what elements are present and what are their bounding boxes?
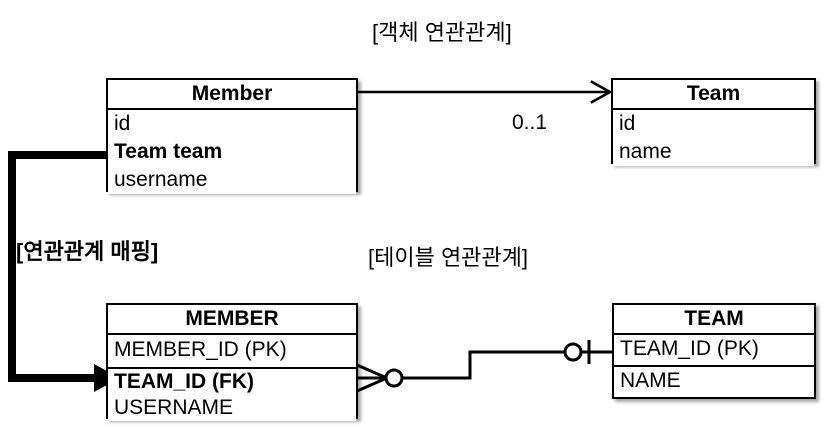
class-fields-team: id name [613, 110, 814, 166]
table-box-member[interactable]: MEMBER MEMBER_ID (PK) TEAM_ID (FK) USERN… [106, 303, 358, 421]
table-field: TEAM_ID (PK) [614, 335, 814, 367]
object-association-connector [358, 80, 613, 104]
zero-optional-circle-right [563, 342, 583, 362]
class-fields-member: id Team team username [108, 110, 356, 194]
zero-optional-circle-left [384, 368, 404, 388]
class-field: id [613, 110, 814, 138]
class-box-member[interactable]: Member id Team team username [106, 78, 358, 194]
caption-mapping: [연관관계 매핑] [16, 239, 159, 264]
caption-object-relation: [객체 연관관계] [372, 20, 512, 45]
table-title-member: MEMBER [108, 305, 356, 335]
table-relationship-connector [356, 340, 612, 393]
class-field: name [613, 138, 814, 166]
table-field: TEAM_ID (FK) [108, 369, 356, 395]
table-box-team[interactable]: TEAM TEAM_ID (PK) NAME [612, 303, 816, 399]
table-field: MEMBER_ID (PK) [108, 335, 356, 369]
class-box-team[interactable]: Team id name [611, 78, 816, 166]
table-title-team: TEAM [614, 305, 814, 335]
association-multiplicity-label: 0..1 [512, 111, 548, 134]
mapping-arrow-connector [8, 151, 120, 392]
table-field: NAME [614, 367, 814, 397]
class-title-team: Team [613, 80, 814, 110]
caption-table-relation: [테이블 연관관계] [368, 245, 529, 270]
table-fields-member: MEMBER_ID (PK) TEAM_ID (FK) USERNAME [108, 335, 356, 421]
class-field: id [108, 110, 356, 138]
crowsfoot-many-symbol [356, 363, 388, 393]
class-title-member: Member [108, 80, 356, 110]
table-field: USERNAME [108, 395, 356, 421]
class-field: Team team [108, 138, 356, 166]
class-field: username [108, 166, 356, 194]
table-fields-team: TEAM_ID (PK) NAME [614, 335, 814, 397]
